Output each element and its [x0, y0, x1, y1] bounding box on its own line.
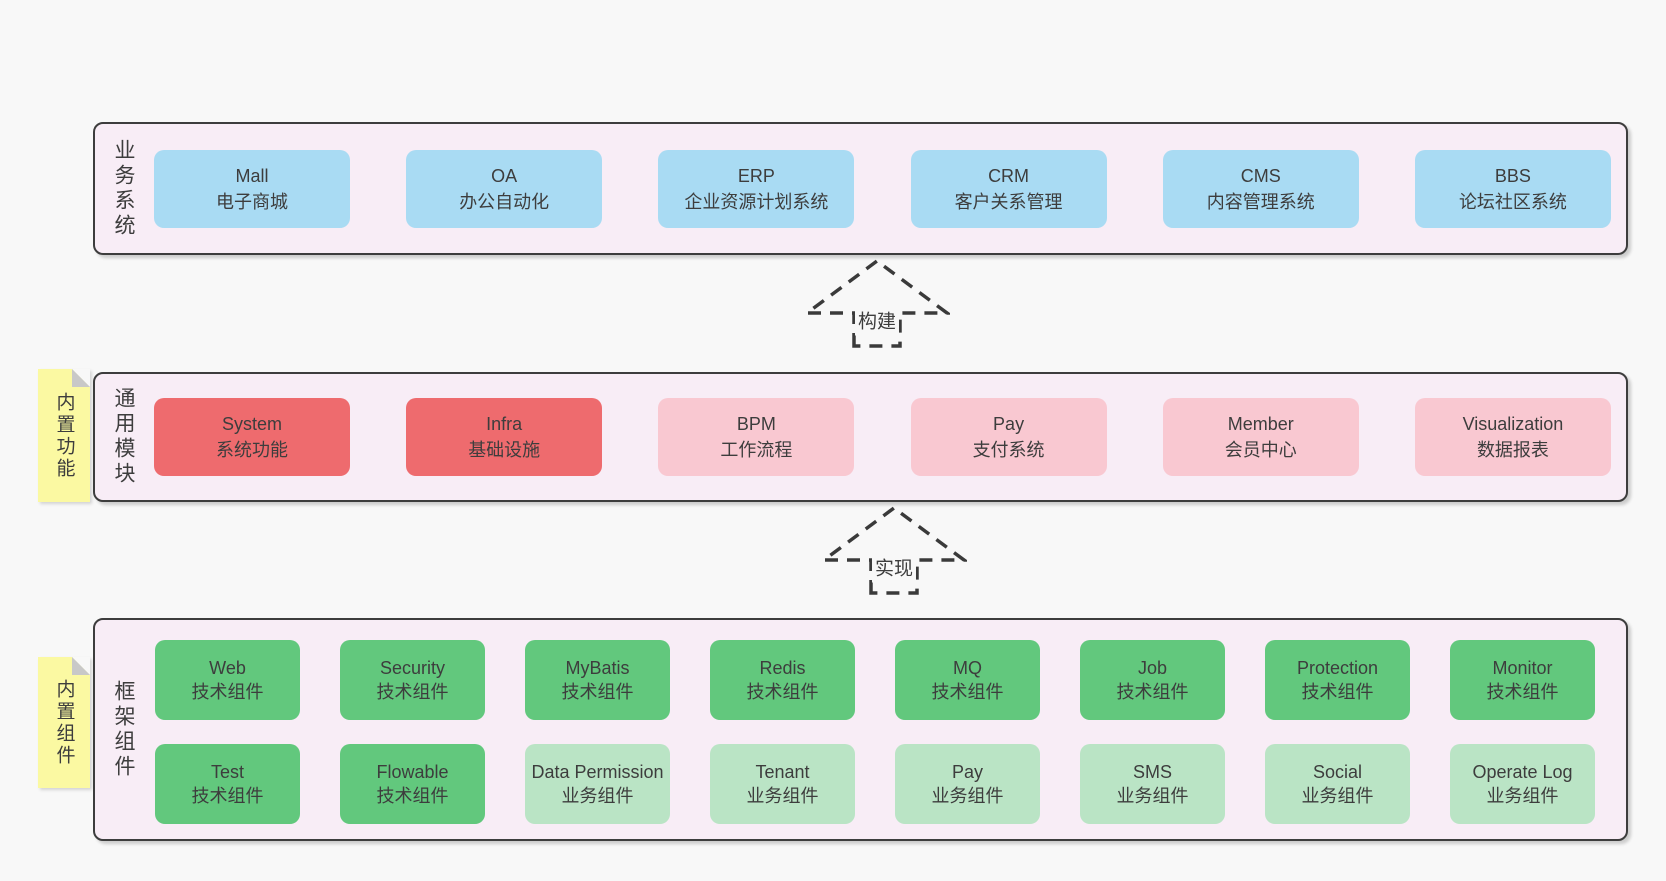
sticky-note-text: 内置组件 — [53, 678, 75, 767]
box-mybatis: MyBatis 技术组件 — [525, 640, 670, 720]
box-oa: OA 办公自动化 — [406, 149, 603, 228]
arrow-label: 构建 — [854, 304, 900, 336]
arrow-implement: 实现 — [821, 505, 967, 595]
box-tenant: Tenant 业务组件 — [710, 744, 855, 824]
box-redis: Redis 技术组件 — [710, 640, 855, 720]
box-mq: MQ 技术组件 — [895, 640, 1040, 720]
box-operate-log: Operate Log 业务组件 — [1450, 744, 1595, 824]
dashed-up-arrow-icon — [804, 258, 950, 348]
folded-corner-icon — [72, 369, 90, 387]
layer-label-framework-components: 框架组件 — [112, 679, 135, 780]
box-pay: Pay 支付系统 — [910, 398, 1107, 476]
box-crm: CRM 客户关系管理 — [910, 149, 1107, 228]
box-flowable: Flowable 技术组件 — [340, 744, 485, 824]
box-cms: CMS 内容管理系统 — [1162, 149, 1359, 228]
box-sms: SMS 业务组件 — [1080, 744, 1225, 824]
box-protection: Protection 技术组件 — [1265, 640, 1410, 720]
box-erp: ERP 企业资源计划系统 — [658, 149, 855, 228]
box-member: Member 会员中心 — [1162, 398, 1359, 476]
box-web: Web 技术组件 — [155, 640, 300, 720]
box-social: Social 业务组件 — [1265, 744, 1410, 824]
arrow-build: 构建 — [804, 258, 950, 348]
sticky-note-builtin-functions: 内置功能 — [38, 369, 90, 502]
component-row-2: Test 技术组件 Flowable 技术组件 Data Permission … — [155, 744, 1595, 824]
folded-corner-icon — [72, 657, 90, 675]
box-job: Job 技术组件 — [1080, 640, 1225, 720]
box-bbs: BBS 论坛社区系统 — [1414, 149, 1611, 228]
component-row-1: Web 技术组件 Security 技术组件 MyBatis 技术组件 Redi… — [155, 640, 1595, 720]
sticky-note-builtin-components: 内置组件 — [38, 657, 90, 788]
box-security: Security 技术组件 — [340, 640, 485, 720]
layer-label-business-systems: 业务系统 — [112, 138, 135, 239]
arrow-label: 实现 — [871, 551, 917, 583]
layer-common-modules: 通用模块 System 系统功能 Infra 基础设施 BPM 工作流程 Pay… — [93, 372, 1628, 502]
box-mall: Mall 电子商城 — [154, 149, 350, 228]
box-monitor: Monitor 技术组件 — [1450, 640, 1595, 720]
sticky-note-text: 内置功能 — [53, 391, 75, 480]
box-infra: Infra 基础设施 — [406, 398, 603, 476]
box-system: System 系统功能 — [154, 398, 350, 476]
box-bpm: BPM 工作流程 — [658, 398, 855, 476]
layer-label-common-modules: 通用模块 — [112, 387, 135, 487]
box-data-permission: Data Permission 业务组件 — [525, 744, 670, 824]
box-visualization: Visualization 数据报表 — [1414, 398, 1611, 476]
layer-framework-components: 框架组件 Web 技术组件 Security 技术组件 MyBatis 技术组件… — [93, 618, 1628, 841]
module-box-row: System 系统功能 Infra 基础设施 BPM 工作流程 Pay 支付系统… — [154, 374, 1611, 500]
box-pay-biz: Pay 业务组件 — [895, 744, 1040, 824]
box-test: Test 技术组件 — [155, 744, 300, 824]
layer-business-systems: 业务系统 Mall 电子商城 OA 办公自动化 ERP 企业资源计划系统 CRM… — [93, 122, 1628, 255]
dashed-up-arrow-icon — [821, 505, 967, 595]
business-box-row: Mall 电子商城 OA 办公自动化 ERP 企业资源计划系统 CRM 客户关系… — [154, 124, 1611, 253]
